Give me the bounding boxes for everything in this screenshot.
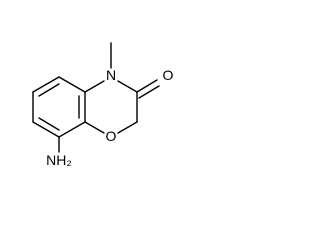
bond-carbonyl bbox=[136, 79, 158, 93]
bond bbox=[84, 121, 105, 134]
bond bbox=[117, 80, 138, 93]
molecule-structure: N O O NH₂ bbox=[32, 42, 174, 168]
bond-carbonyl bbox=[138, 85, 160, 99]
bond bbox=[32, 76, 60, 93]
bond bbox=[58, 121, 86, 138]
atom-label-amine: NH₂ bbox=[46, 152, 72, 168]
bond bbox=[117, 121, 138, 134]
bond bbox=[32, 121, 60, 138]
bond bbox=[84, 80, 105, 93]
atom-label-ring-o: O bbox=[106, 128, 117, 144]
bond-lines bbox=[32, 42, 160, 153]
bond-double bbox=[38, 83, 60, 97]
atom-label-carbonyl-o: O bbox=[163, 67, 174, 83]
molecule-canvas: N O O NH₂ bbox=[0, 0, 186, 175]
atom-label-n: N bbox=[106, 67, 116, 83]
bond-double bbox=[38, 117, 60, 131]
bond bbox=[58, 76, 86, 93]
